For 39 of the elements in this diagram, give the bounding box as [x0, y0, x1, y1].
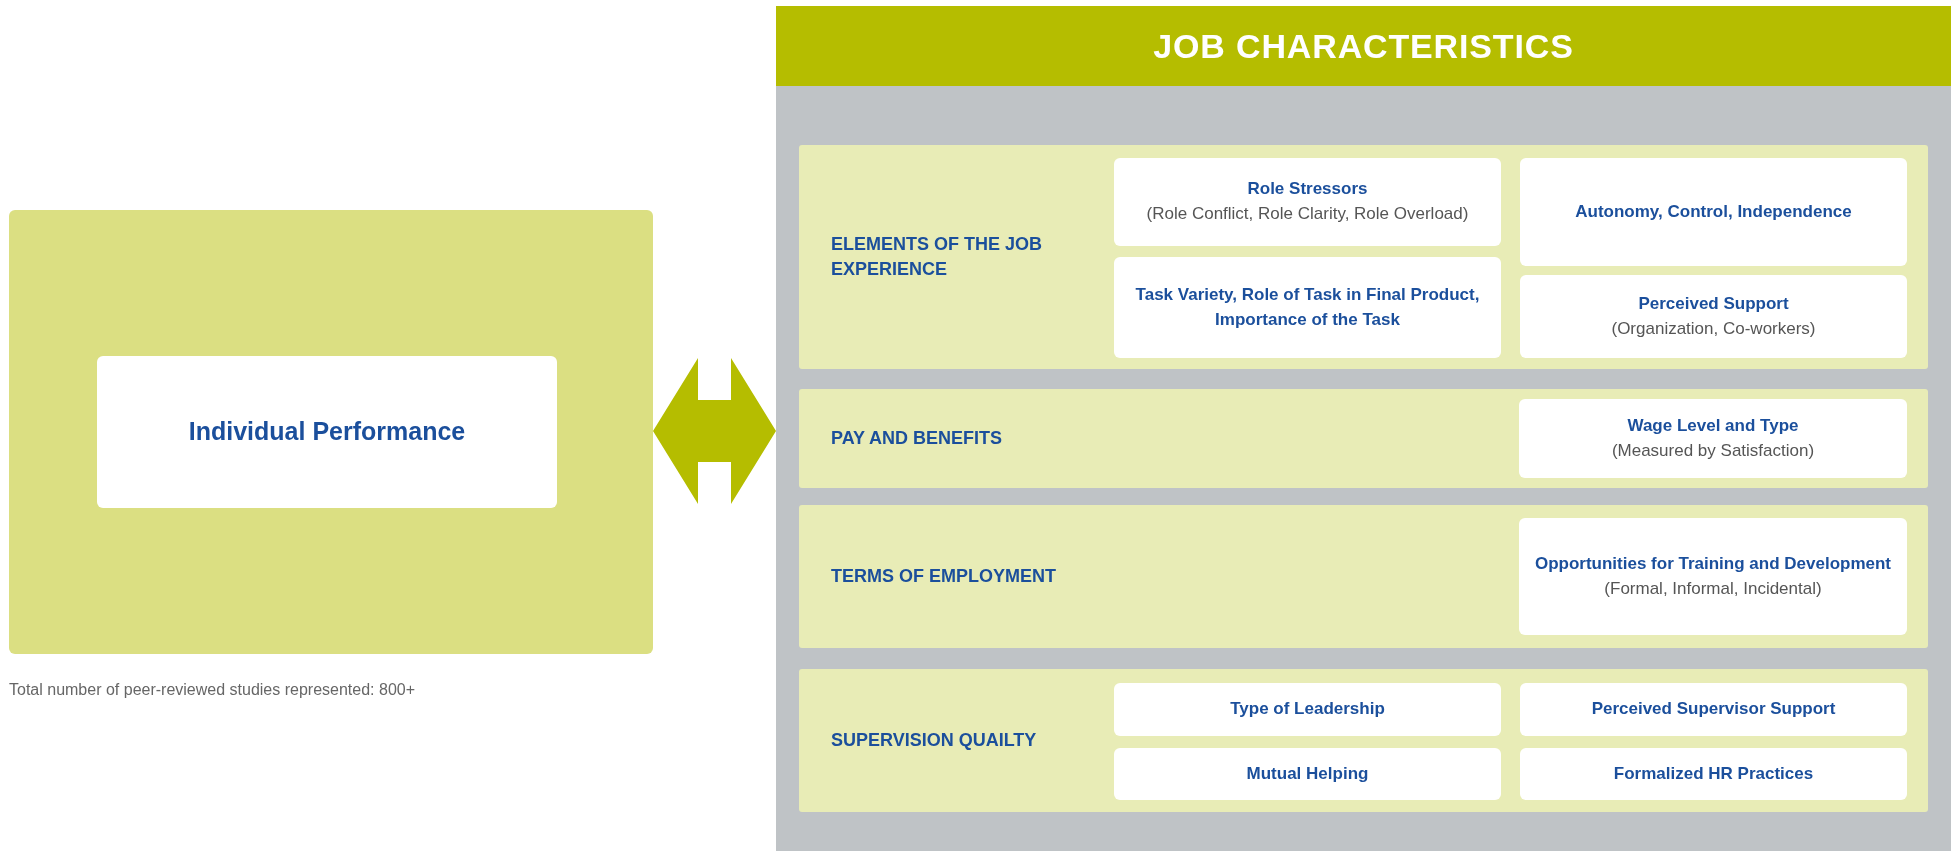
- item-card: [1520, 748, 1907, 800]
- item-card: [1114, 683, 1501, 736]
- card-subtitle: (Organization, Co-workers): [1611, 317, 1816, 340]
- item-card: [1114, 748, 1501, 800]
- double-arrow: [653, 358, 776, 504]
- item-card: [1520, 158, 1907, 266]
- card-title: Role Stressors: [1247, 178, 1368, 201]
- item-card: [1114, 257, 1501, 358]
- card-title: Mutual Helping: [1245, 762, 1370, 785]
- category-heading: TERMS OF EMPLOYMENT: [831, 565, 1056, 589]
- card-title: Type of Leadership: [1229, 698, 1386, 721]
- item-card: [1114, 158, 1501, 246]
- card-title: Perceived Supervisor Support: [1590, 698, 1837, 721]
- category-heading: SUPERVISION QUAILTY: [831, 729, 1037, 753]
- card-title: Opportunities for Training and Development: [1534, 552, 1892, 575]
- category-band: [799, 145, 1928, 369]
- panel-heading: JOB CHARACTERISTICS: [1153, 25, 1574, 67]
- card-subtitle: (Measured by Satisfaction): [1611, 439, 1815, 462]
- node-title: Individual Performance: [188, 416, 466, 448]
- card-subtitle: (Role Conflict, Role Clarity, Role Overload): [1146, 203, 1469, 225]
- category-band: [799, 505, 1928, 648]
- item-card: [1520, 683, 1907, 736]
- category-heading: ELEMENTS OF THE JOB EXPERIENCE: [831, 233, 1044, 281]
- card-subtitle: (Formal, Informal, Incidental): [1604, 577, 1822, 600]
- node-box: [97, 356, 557, 508]
- item-card: [1519, 399, 1907, 478]
- container-box: [9, 210, 653, 654]
- card-title: Wage Level and Type: [1627, 414, 1799, 437]
- footnote: Total number of peer-reviewed studies represented: 800+: [9, 680, 415, 700]
- card-title: Task Variety, Role of Task in Final Product, Importance of the Task: [1134, 283, 1481, 331]
- card-title: Autonomy, Control, Independence: [1574, 200, 1853, 223]
- category-panel: [776, 6, 1951, 851]
- card-title: Perceived Support: [1638, 292, 1789, 315]
- category-heading: PAY AND BENEFITS: [831, 427, 1003, 451]
- card-title: Formalized HR Practices: [1612, 762, 1815, 785]
- item-card: [1520, 275, 1907, 358]
- item-card: [1519, 518, 1907, 635]
- category-band: [799, 389, 1928, 488]
- category-band: [799, 669, 1928, 812]
